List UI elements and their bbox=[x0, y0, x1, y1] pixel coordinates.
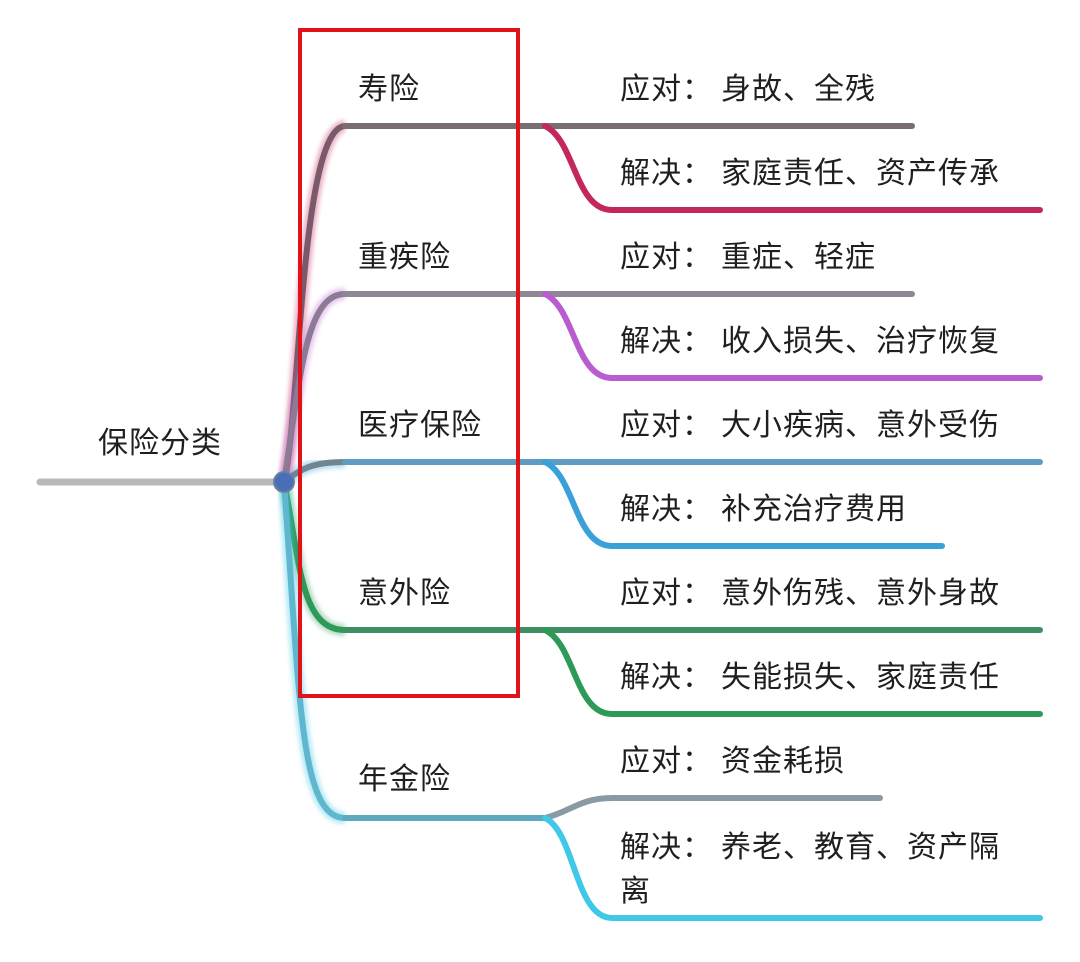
category-label-life: 寿险 bbox=[358, 72, 420, 107]
cope-text: 资金耗损 bbox=[721, 744, 845, 779]
solve-text: 养老、教育、资产隔离 bbox=[620, 830, 1000, 909]
solve-line-critical bbox=[542, 291, 1043, 381]
branch-annuity bbox=[278, 481, 1043, 921]
category-label-medical: 医疗保险 bbox=[358, 408, 482, 443]
solve-item-critical: 解决：收入损失、治疗恢复 bbox=[620, 324, 1000, 360]
cope-item-medical: 应对：大小疾病、意外受伤 bbox=[620, 408, 1000, 444]
cope-prefix: 应对： bbox=[620, 576, 713, 611]
root-node bbox=[273, 471, 295, 493]
cope-prefix: 应对： bbox=[620, 408, 713, 443]
solve-line-life bbox=[542, 123, 1043, 213]
solve-line-annuity bbox=[542, 815, 1043, 921]
solve-text: 家庭责任、资产传承 bbox=[721, 156, 1000, 191]
solve-item-medical: 解决：补充治疗费用 bbox=[620, 492, 907, 528]
connector-critical bbox=[281, 291, 346, 483]
cope-text: 意外伤残、意外身故 bbox=[721, 576, 1000, 611]
category-label-critical: 重疾险 bbox=[358, 240, 451, 275]
cope-item-life: 应对：身故、全残 bbox=[620, 72, 876, 108]
solve-prefix: 解决： bbox=[620, 156, 713, 191]
solve-line-accident bbox=[542, 627, 1043, 717]
solve-prefix: 解决： bbox=[620, 492, 713, 527]
solve-text: 补充治疗费用 bbox=[721, 492, 907, 527]
solve-prefix: 解决： bbox=[620, 660, 713, 695]
solve-item-life: 解决：家庭责任、资产传承 bbox=[620, 156, 1000, 192]
cope-item-annuity: 应对：资金耗损 bbox=[620, 744, 845, 780]
cope-text: 大小疾病、意外受伤 bbox=[721, 408, 1000, 443]
solve-item-accident: 解决：失能损失、家庭责任 bbox=[620, 660, 1000, 696]
solve-text: 收入损失、治疗恢复 bbox=[721, 324, 1000, 359]
cope-text: 重症、轻症 bbox=[721, 240, 876, 275]
connector-annuity bbox=[281, 481, 346, 821]
cope-line-annuity bbox=[542, 795, 883, 821]
solve-prefix: 解决： bbox=[620, 830, 713, 865]
cope-prefix: 应对： bbox=[620, 744, 713, 779]
solve-prefix: 解决： bbox=[620, 324, 713, 359]
cope-text: 身故、全残 bbox=[721, 72, 876, 107]
root-label: 保险分类 bbox=[98, 426, 222, 461]
solve-item-annuity: 解决：养老、教育、资产隔离 bbox=[620, 826, 1020, 914]
highlight-box bbox=[298, 28, 520, 698]
cope-item-critical: 应对：重症、轻症 bbox=[620, 240, 876, 276]
category-label-accident: 意外险 bbox=[358, 576, 451, 611]
cope-item-accident: 应对：意外伤残、意外身故 bbox=[620, 576, 1000, 612]
branch-critical bbox=[278, 288, 1043, 483]
cope-prefix: 应对： bbox=[620, 240, 713, 275]
category-label-annuity: 年金险 bbox=[358, 762, 451, 797]
cope-prefix: 应对： bbox=[620, 72, 713, 107]
solve-text: 失能损失、家庭责任 bbox=[721, 660, 1000, 695]
solve-line-medical bbox=[542, 459, 945, 549]
